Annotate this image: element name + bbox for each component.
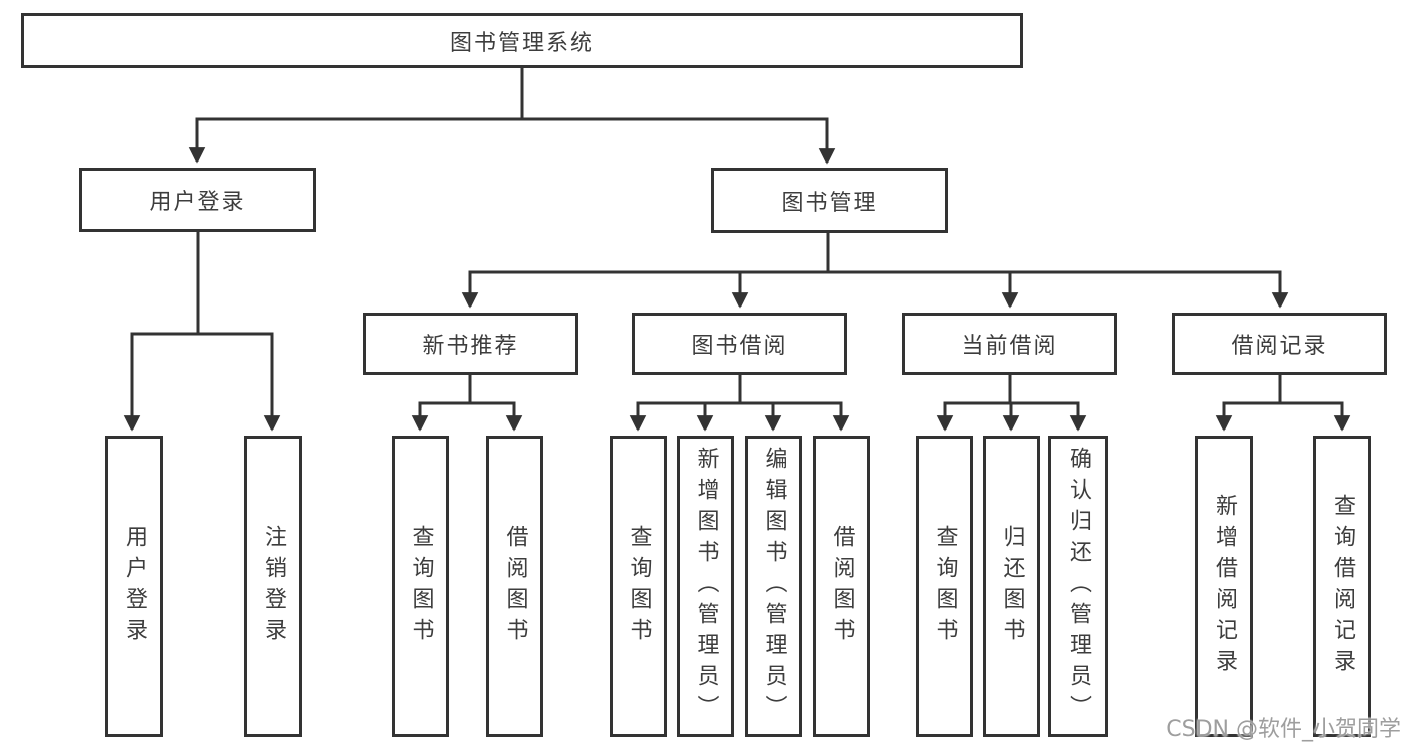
- csdn-watermark: CSDN @软件_小贺同学: [1166, 717, 1401, 742]
- leaf-borrow-books-borrowing: 借阅图书: [813, 436, 870, 737]
- leaf-user-login: 用户登录: [105, 436, 163, 737]
- node-root-label: 图书管理系统: [449, 30, 594, 56]
- leaf-borrow-books-recommend-label: 借阅图书: [502, 524, 528, 649]
- node-current-borrowing: 当前借阅: [902, 313, 1117, 375]
- node-book-borrowing-label: 图书借阅: [691, 334, 788, 359]
- node-book-management-label: 图书管理: [781, 190, 878, 216]
- node-book-borrowing: 图书借阅: [632, 313, 847, 375]
- node-borrow-records-label: 借阅记录: [1231, 334, 1328, 359]
- leaf-query-books-current: 查询图书: [916, 436, 973, 737]
- leaf-confirm-return-admin: 确认归还（管理员）: [1048, 436, 1108, 737]
- leaf-query-books-recommend: 查询图书: [392, 436, 449, 737]
- node-book-management-branch: 图书管理: [711, 168, 948, 233]
- leaf-return-books: 归还图书: [983, 436, 1040, 737]
- leaf-query-books-borrowing-label: 查询图书: [626, 524, 652, 649]
- leaf-confirm-return-admin-label: 确认归还（管理员）: [1066, 447, 1091, 726]
- leaf-logout-label: 注销登录: [261, 524, 286, 649]
- leaf-user-login-label: 用户登录: [122, 524, 147, 649]
- leaf-query-books-recommend-label: 查询图书: [408, 524, 434, 649]
- leaf-query-books-borrowing: 查询图书: [610, 436, 667, 737]
- leaf-borrow-books-recommend: 借阅图书: [486, 436, 543, 737]
- leaf-add-books-admin-label: 新增图书（管理员）: [693, 447, 719, 726]
- leaf-return-books-label: 归还图书: [999, 524, 1025, 649]
- leaf-add-borrow-record-label: 新增借阅记录: [1212, 493, 1237, 680]
- leaf-query-borrow-record: 查询借阅记录: [1313, 436, 1371, 737]
- node-new-book-recommend: 新书推荐: [363, 313, 578, 375]
- leaf-add-books-admin: 新增图书（管理员）: [677, 436, 734, 737]
- leaf-borrow-books-borrowing-label: 借阅图书: [829, 524, 855, 649]
- leaf-query-books-current-label: 查询图书: [932, 524, 958, 649]
- leaf-edit-books-admin: 编辑图书（管理员）: [745, 436, 802, 737]
- node-root-system: 图书管理系统: [21, 13, 1023, 68]
- node-user-login-label: 用户登录: [149, 190, 246, 215]
- leaf-add-borrow-record: 新增借阅记录: [1195, 436, 1253, 737]
- leaf-logout: 注销登录: [244, 436, 302, 737]
- node-user-login-branch: 用户登录: [79, 168, 316, 232]
- leaf-query-borrow-record-label: 查询借阅记录: [1330, 493, 1355, 680]
- node-current-borrowing-label: 当前借阅: [961, 334, 1058, 359]
- node-borrow-records: 借阅记录: [1172, 313, 1387, 375]
- node-new-book-recommend-label: 新书推荐: [422, 334, 519, 359]
- leaf-edit-books-admin-label: 编辑图书（管理员）: [761, 447, 787, 726]
